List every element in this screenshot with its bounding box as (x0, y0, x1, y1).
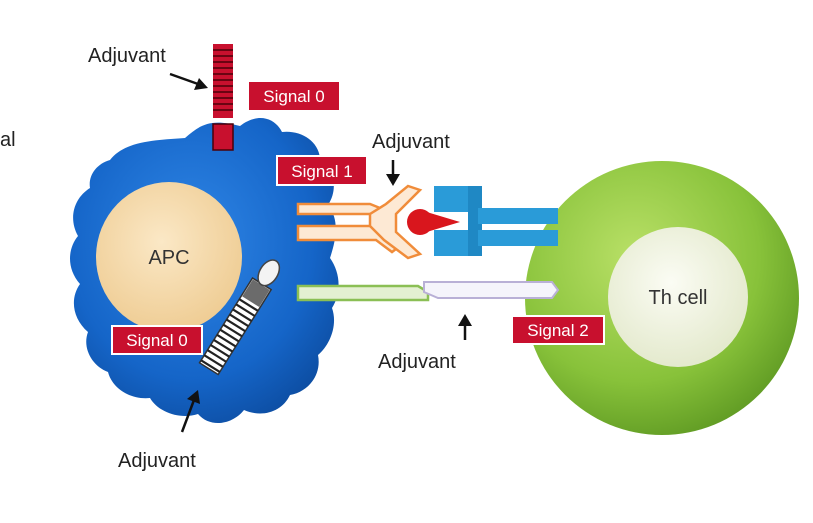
mhc-receptor-icon (296, 184, 423, 260)
apc-label: APC (148, 247, 189, 269)
b7-ligand-icon (296, 284, 430, 302)
cd28-receptor-icon (423, 281, 560, 299)
adjuvant-bottom-arrow (180, 390, 200, 433)
tcr-receptor-icon (434, 186, 558, 256)
left-cut-text: al (0, 129, 16, 151)
signal2-text: Signal 2 (527, 321, 588, 340)
adjuvant-mid-label: Adjuvant (372, 131, 450, 153)
adjuvant-receptor-top-icon (212, 44, 234, 151)
adjuvant-mid-arrow (386, 160, 400, 186)
th-cell-label: Th cell (649, 287, 708, 309)
adjuvant-low-label: Adjuvant (378, 351, 456, 373)
antigen-peptide-icon (407, 209, 460, 235)
th-cell-nucleus (608, 227, 748, 367)
adjuvant-top-label: Adjuvant (88, 45, 166, 67)
adjuvant-top-arrow (169, 72, 208, 90)
signal0-top-text: Signal 0 (263, 87, 324, 106)
adjuvant-low-arrow (458, 314, 472, 340)
apc-nucleus (96, 182, 242, 332)
signal0-bottom-badge: Signal 0 (111, 325, 203, 355)
signal1-badge: Signal 1 (276, 155, 368, 186)
signal0-bottom-text: Signal 0 (126, 331, 187, 350)
adjuvant-receptor-bottom-icon (198, 259, 281, 376)
adjuvant-bottom-label: Adjuvant (118, 450, 196, 472)
signal1-text: Signal 1 (291, 162, 352, 181)
signal0-top-badge: Signal 0 (247, 80, 341, 112)
signal2-badge: Signal 2 (511, 315, 605, 345)
